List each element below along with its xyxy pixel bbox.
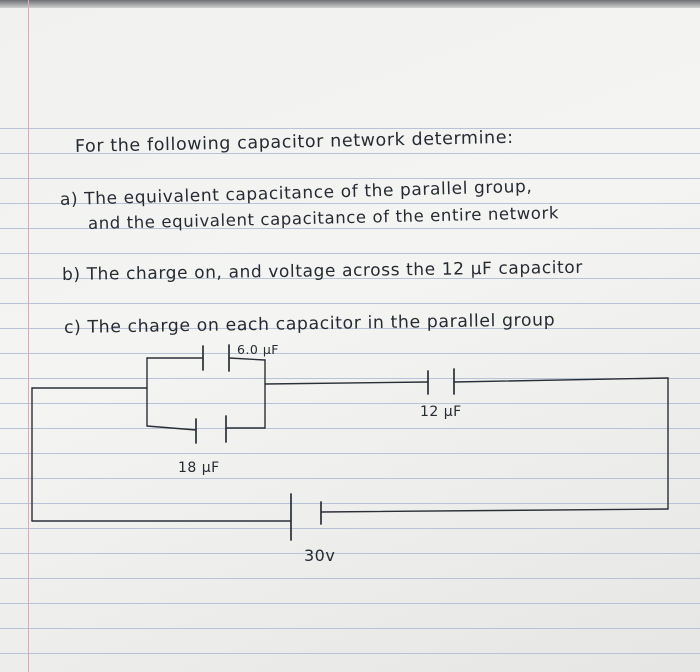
ruled-line xyxy=(0,278,700,279)
ruled-line xyxy=(0,203,700,204)
parallel-top-wire xyxy=(146,357,266,361)
ruled-line xyxy=(0,353,700,354)
ruled-line xyxy=(0,528,700,529)
capacitor-6uF-label: 6.0 μF xyxy=(237,342,279,357)
ruled-line xyxy=(0,428,700,429)
ruled-line xyxy=(0,228,700,229)
ruled-line xyxy=(0,153,700,154)
ruled-line xyxy=(0,403,700,404)
ruled-line xyxy=(0,128,700,129)
ruled-line xyxy=(0,178,700,179)
circuit-wire-bottom-right xyxy=(320,508,669,513)
ruled-line xyxy=(0,478,700,479)
capacitor-18uF-label: 18 μF xyxy=(178,460,220,476)
page-top-shadow xyxy=(0,0,700,8)
ruled-line xyxy=(0,253,700,254)
ruled-line xyxy=(0,553,700,554)
ruled-line xyxy=(0,328,700,329)
margin-line xyxy=(28,0,29,672)
ruled-line xyxy=(0,453,700,454)
parallel-bottom-wire xyxy=(146,425,266,431)
ruled-line xyxy=(0,378,700,379)
ruled-line xyxy=(0,303,700,304)
capacitor-12uF-label: 12 μF xyxy=(420,404,462,420)
ruled-line xyxy=(0,653,700,654)
ruled-line xyxy=(0,628,700,629)
ruled-line xyxy=(0,578,700,579)
circuit-wire-top-middle xyxy=(264,377,669,385)
ruled-line xyxy=(0,603,700,604)
ruled-line xyxy=(0,503,700,504)
battery-voltage-label: 30v xyxy=(304,546,336,565)
